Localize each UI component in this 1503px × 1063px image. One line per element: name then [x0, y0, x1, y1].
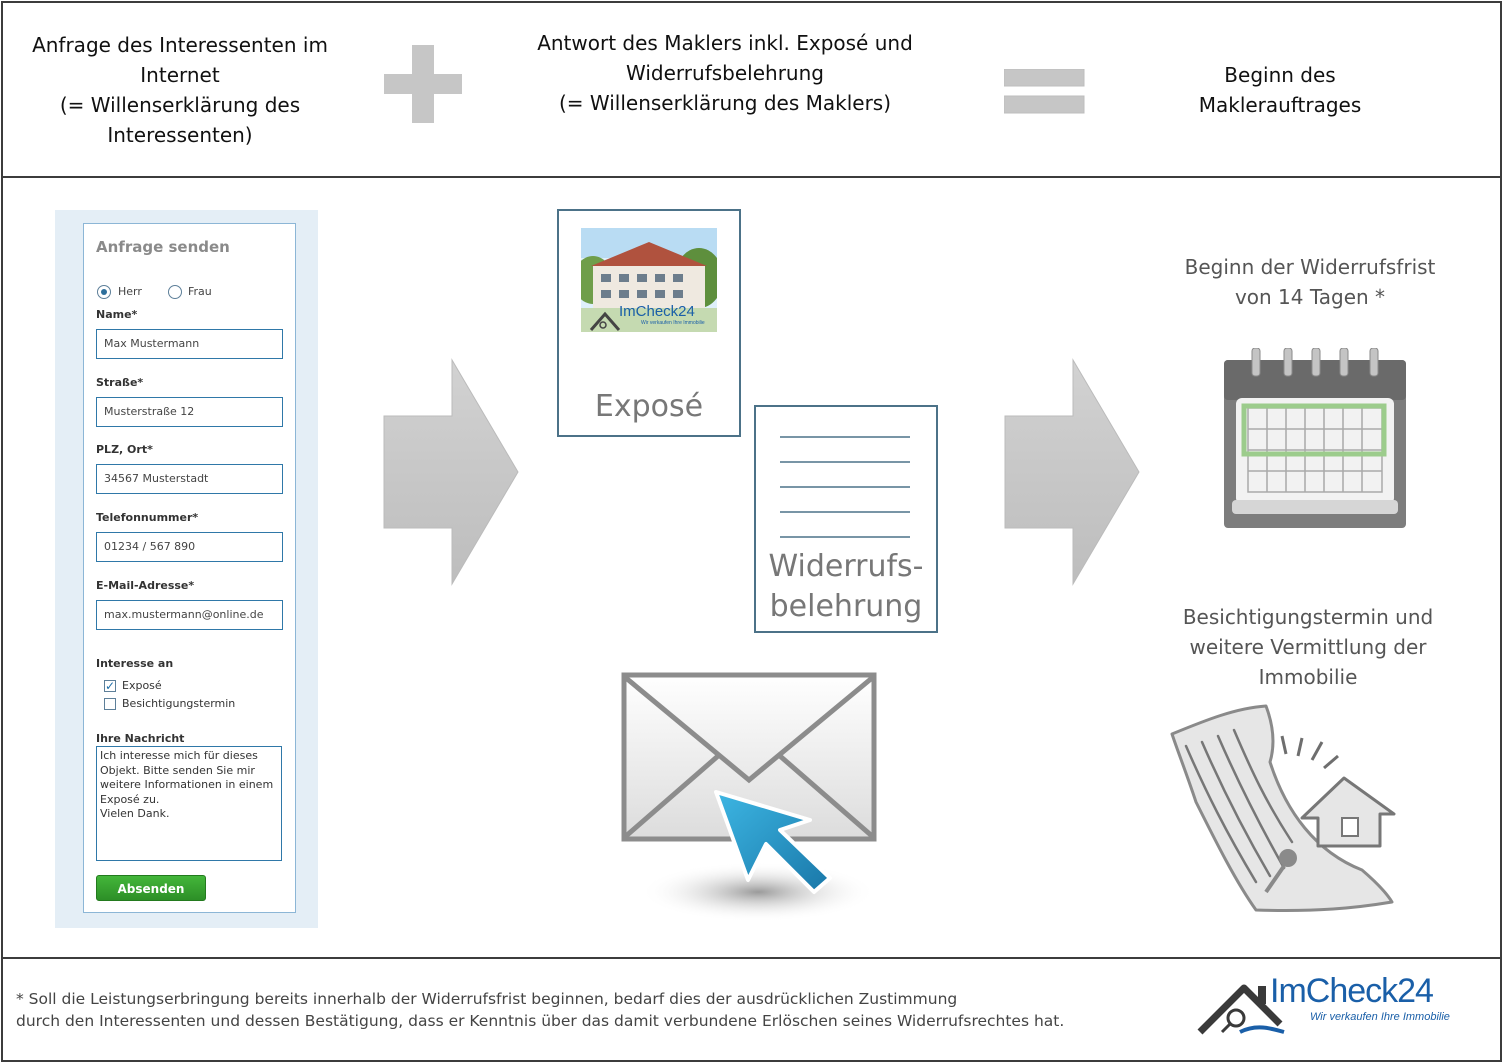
city-field[interactable]: 34567 Musterstadt: [96, 464, 283, 494]
footer-logo-subtext: Wir verkaufen Ihre Immobilie: [1310, 1011, 1450, 1023]
footer-note: * Soll die Leistungserbringung bereits i…: [16, 990, 1065, 1030]
message-field[interactable]: Ich interesse mich für dieses Objekt. Bi…: [96, 746, 282, 861]
expose-title: Exposé: [594, 389, 704, 424]
form-title: Anfrage senden: [96, 238, 230, 256]
equals-icon: [1004, 69, 1085, 114]
checkbox-expose-label: Exposé: [122, 679, 162, 692]
expose-document: ImCheck24 Wir verkaufen Ihre Immobilie E…: [557, 209, 741, 437]
street-field[interactable]: Musterstraße 12: [96, 397, 283, 427]
footer-logo-text: ImCheck24: [1270, 972, 1434, 1010]
interest-label: Interesse an: [96, 657, 174, 670]
withdrawal-document: Widerrufs- belehrung: [754, 405, 938, 633]
checkbox-expose[interactable]: ✓: [104, 679, 116, 693]
header-result-text: Beginn des Maklerauftrages: [1198, 63, 1362, 117]
calendar-icon: [1224, 348, 1406, 528]
phone-field[interactable]: 01234 / 567 890: [96, 532, 283, 562]
house-photo: [581, 228, 717, 332]
arrow-right-icon-2: [1004, 358, 1140, 586]
request-form: Anfrage senden Herr Frau Name* Max Muste…: [83, 223, 296, 913]
withdrawal-period-text: Beginn der Widerrufsfrist von 14 Tagen *: [1184, 255, 1436, 309]
imcheck-logo-icon: [1197, 984, 1285, 1035]
arrow-right-icon: [383, 358, 519, 586]
phone-label: Telefonnummer*: [96, 511, 199, 524]
expose-logo-text: ImCheck24: [619, 303, 695, 320]
header-answer-text: Antwort des Maklers inkl. Exposé und Wid…: [537, 31, 913, 115]
viewing-text: Besichtigungstermin und weitere Vermittl…: [1182, 605, 1434, 689]
email-send-icon: [621, 672, 877, 922]
email-label: E-Mail-Adresse*: [96, 579, 195, 592]
submit-button[interactable]: Absenden: [96, 875, 206, 901]
city-label: PLZ, Ort*: [96, 443, 153, 456]
expose-logo-subtext: Wir verkaufen Ihre Immobilie: [641, 320, 705, 326]
checkbox-viewing-label: Besichtigungstermin: [122, 697, 236, 710]
street-label: Straße*: [96, 376, 144, 389]
header-request-text: Anfrage des Interessenten im Internet (=…: [32, 33, 328, 147]
plus-icon: [384, 45, 462, 123]
checkbox-viewing[interactable]: [104, 698, 116, 710]
radio-frau-label: Frau: [188, 285, 212, 298]
header-panel: [1, 1, 1502, 178]
radio-herr-label: Herr: [118, 285, 142, 298]
radio-herr[interactable]: [97, 285, 111, 299]
radio-frau[interactable]: [168, 285, 182, 299]
document-lines: [780, 436, 910, 538]
message-label: Ihre Nachricht: [96, 732, 185, 745]
name-label: Name*: [96, 308, 138, 321]
withdrawal-title: Widerrufs- belehrung: [768, 549, 924, 624]
contract-house-icon: [1170, 704, 1396, 913]
name-field[interactable]: Max Mustermann: [96, 329, 283, 359]
footer-panel: [1, 957, 1502, 1062]
email-field[interactable]: max.mustermann@online.de: [96, 600, 283, 630]
